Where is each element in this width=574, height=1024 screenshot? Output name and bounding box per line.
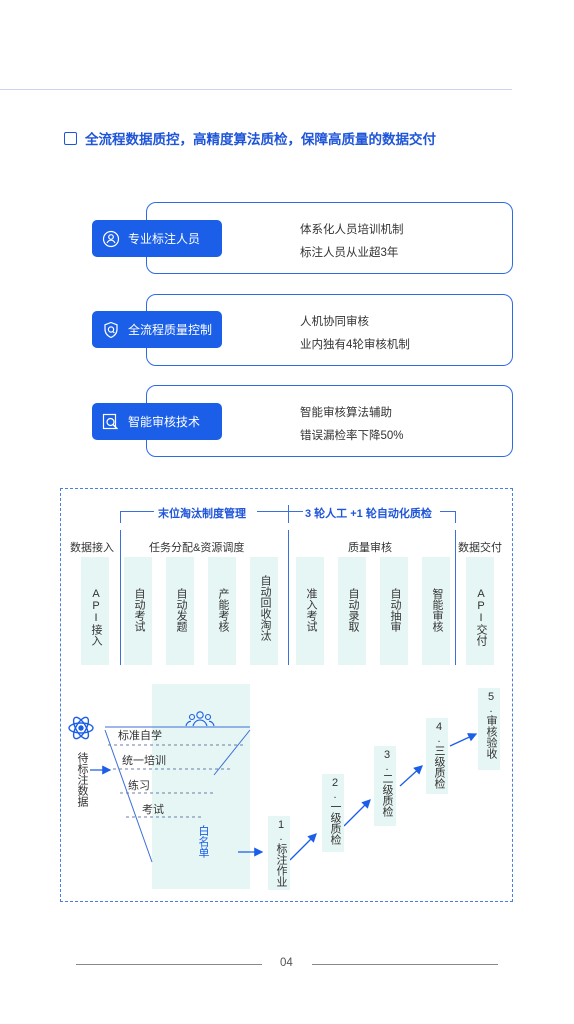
- col-box: [250, 557, 278, 665]
- col-box: [166, 557, 194, 665]
- card-line: 错误漏检率下降50%: [300, 430, 404, 442]
- col-head: 数据交付: [458, 542, 502, 554]
- funnel-item: 考试: [142, 804, 164, 816]
- step-box: [322, 774, 344, 852]
- header-right: 3 轮人工 +1 轮自动化质检: [305, 508, 432, 520]
- col-label: 自动考试: [133, 588, 145, 632]
- bracket-line: [257, 511, 292, 512]
- step-label: 3.二级质检: [381, 749, 393, 817]
- pill-quality: 全流程质量控制: [92, 311, 222, 348]
- funnel-item: 统一培训: [122, 755, 166, 767]
- header-left: 末位淘汰制度管理: [158, 508, 246, 520]
- people-icon: [185, 711, 215, 727]
- bracket-line: [440, 511, 455, 512]
- col-head: 数据接入: [70, 542, 114, 554]
- col-head: 质量审核: [348, 542, 392, 554]
- card-line: 智能审核算法辅助: [300, 407, 392, 419]
- footer-rule-right: [312, 964, 498, 965]
- col-box: [422, 557, 450, 665]
- col-label: 自动抽审: [389, 588, 401, 632]
- pill-label: 智能审核技术: [128, 415, 201, 429]
- col-box: [466, 557, 494, 665]
- step-box: [268, 816, 290, 890]
- col-label: 产能考核: [217, 588, 229, 632]
- pill-smart-review: 智能审核技术: [92, 403, 222, 440]
- step-box: [374, 746, 396, 826]
- pill-label: 专业标注人员: [128, 232, 201, 246]
- shield-icon: [104, 321, 118, 338]
- col-box: [208, 557, 236, 665]
- col-label: 自动回收淘汰: [259, 575, 271, 641]
- col-box: [380, 557, 408, 665]
- col-label: 自动发题: [175, 588, 187, 632]
- card-line: 业内独有4轮审核机制: [300, 339, 410, 351]
- whitelist-label: 白名单: [197, 825, 209, 858]
- separator: [120, 530, 121, 665]
- bracket-tick: [120, 511, 121, 523]
- checkbox-square-icon: [64, 132, 77, 145]
- col-head: 任务分配&资源调度: [149, 542, 245, 554]
- col-box: [338, 557, 366, 665]
- col-label: API交付: [475, 588, 487, 646]
- separator: [455, 530, 456, 665]
- col-box: [124, 557, 152, 665]
- col-box: [296, 557, 324, 665]
- col-label: API接入: [90, 588, 102, 646]
- pill-label: 全流程质量控制: [128, 323, 213, 337]
- card-line: 体系化人员培训机制: [300, 224, 404, 236]
- separator: [288, 530, 289, 665]
- bracket-tick: [288, 505, 289, 523]
- section-title: 全流程数据质控，高精度算法质检，保障高质量的数据交付: [64, 128, 436, 148]
- col-box: [81, 557, 109, 665]
- bracket-tick: [455, 511, 456, 523]
- step-label: 2.一级质检: [329, 777, 341, 845]
- page-number: 04: [280, 957, 293, 969]
- top-divider: [0, 89, 512, 90]
- step-box: [478, 688, 500, 770]
- step-label: 1.标注作业: [275, 819, 287, 887]
- bracket-line: [120, 511, 154, 512]
- card-line: 人机协同审核: [300, 316, 369, 328]
- source-label: 待标注数据: [76, 752, 88, 807]
- card-quality: [146, 294, 513, 366]
- pill-annotators: 专业标注人员: [92, 220, 222, 257]
- step-box: [426, 718, 448, 794]
- col-label: 智能审核: [431, 588, 443, 632]
- step-label: 4.三级质检: [433, 721, 445, 789]
- atom-icon: [68, 716, 94, 740]
- footer-rule-left: [76, 964, 262, 965]
- bracket-line: [289, 511, 303, 512]
- magnify-icon: [102, 413, 118, 429]
- process-diagram: [60, 488, 513, 902]
- funnel-item: 练习: [128, 780, 150, 792]
- col-label: 准入考试: [305, 588, 317, 632]
- card-line: 标注人员从业超3年: [300, 247, 399, 259]
- funnel-item: 标准自学: [118, 730, 162, 742]
- step-label: 5.审核验收: [485, 691, 497, 759]
- col-label: 自动录取: [347, 588, 359, 632]
- person-icon: [102, 230, 120, 247]
